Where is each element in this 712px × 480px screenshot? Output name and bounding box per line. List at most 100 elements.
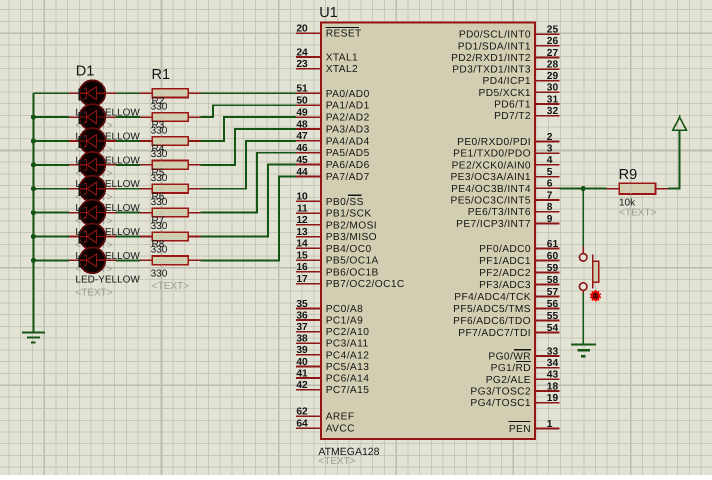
svg-text:PB7/OC2/OC1C: PB7/OC2/OC1C [326,279,405,290]
svg-text:46: 46 [296,143,308,154]
svg-text:PF1/ADC1: PF1/ADC1 [479,256,531,267]
svg-text:25: 25 [547,25,559,36]
svg-text:PD6/T1: PD6/T1 [494,100,531,111]
svg-text:330: 330 [151,269,168,280]
svg-text:16: 16 [296,262,308,273]
svg-text:PE5/OC3C/INT5: PE5/OC3C/INT5 [451,196,532,207]
svg-text:PE0/RXD0/PDI: PE0/RXD0/PDI [457,137,531,148]
svg-text:36: 36 [296,310,308,321]
svg-text:PG0/WR: PG0/WR [488,351,531,362]
svg-text:RESET: RESET [326,29,362,40]
svg-text:R1: R1 [152,67,171,83]
svg-text:44: 44 [296,167,308,178]
svg-text:PC1/A9: PC1/A9 [326,316,364,327]
svg-text:38: 38 [296,334,308,345]
svg-text:PA4/AD4: PA4/AD4 [326,136,370,147]
svg-text:PC3/A11: PC3/A11 [326,339,369,350]
svg-text:11: 11 [297,204,308,215]
svg-text:PF5/ADC5/TMS: PF5/ADC5/TMS [453,304,531,315]
svg-text:LED-YELLOW: LED-YELLOW [75,275,140,286]
svg-text:330: 330 [151,245,168,256]
svg-text:PD1/SDA/INT1: PD1/SDA/INT1 [458,41,531,52]
svg-text:PB3/MISO: PB3/MISO [326,232,377,243]
svg-text:PG2/ALE: PG2/ALE [486,375,531,386]
svg-text:LED-YELLOW: LED-YELLOW [75,179,140,190]
svg-text:PF0/ADC0: PF0/ADC0 [479,244,531,255]
svg-text:PA6/AD6: PA6/AD6 [326,160,370,171]
svg-text:R7: R7 [152,215,165,226]
svg-text:U1: U1 [319,5,338,21]
svg-text:51: 51 [296,84,308,95]
svg-text:PA5/AD5: PA5/AD5 [326,148,370,159]
svg-text:10: 10 [296,192,308,203]
svg-text:<TEXT>: <TEXT> [75,288,112,299]
svg-text:15: 15 [296,251,308,262]
svg-text:40: 40 [296,357,308,368]
svg-text:50: 50 [296,96,308,107]
svg-text:PF7/ADC7/TDI: PF7/ADC7/TDI [458,328,531,339]
svg-text:PB1/SCK: PB1/SCK [326,209,372,220]
svg-text:48: 48 [296,119,308,130]
svg-text:61: 61 [547,239,559,250]
svg-text:28: 28 [547,60,559,71]
svg-text:58: 58 [547,275,559,286]
svg-text:13: 13 [296,227,308,238]
svg-text:17: 17 [296,274,308,285]
svg-text:54: 54 [547,323,559,334]
svg-text:56: 56 [547,299,559,310]
svg-text:43: 43 [547,370,559,381]
svg-text:57: 57 [547,287,559,298]
svg-text:PE4/OC3B/INT4: PE4/OC3B/INT4 [451,184,531,195]
svg-text:PF3/ADC3: PF3/ADC3 [479,280,531,291]
svg-text:LED-YELLOW: LED-YELLOW [75,131,140,142]
svg-text:24: 24 [296,47,308,58]
svg-text:R8: R8 [152,239,165,250]
svg-text:PC0/A8: PC0/A8 [326,304,364,315]
svg-text:29: 29 [547,71,559,82]
svg-text:PG3/TOSC2: PG3/TOSC2 [470,387,531,398]
svg-text:PC7/A15: PC7/A15 [326,385,370,396]
svg-text:7: 7 [547,190,553,201]
svg-text:R2: R2 [152,96,165,107]
svg-text:5: 5 [547,167,553,178]
svg-text:27: 27 [547,48,559,59]
svg-text:49: 49 [296,108,308,119]
svg-text:PD4/ICP1: PD4/ICP1 [483,76,532,87]
svg-text:PD0/SCL/INT0: PD0/SCL/INT0 [459,30,531,41]
svg-text:PB4/OC0: PB4/OC0 [326,244,372,255]
svg-text:PB0/SS: PB0/SS [326,197,364,208]
svg-text:PF2/ADC2: PF2/ADC2 [479,268,531,279]
svg-text:14: 14 [296,239,308,250]
svg-text:PA2/AD2: PA2/AD2 [326,113,370,124]
svg-text:PE3/OC3A/AIN1: PE3/OC3A/AIN1 [450,172,531,183]
svg-text:30: 30 [547,83,559,94]
svg-text:20: 20 [296,24,308,35]
svg-text:PA0/AD0: PA0/AD0 [326,89,370,100]
svg-text:37: 37 [296,322,308,333]
svg-text:PD2/RXD1/INT2: PD2/RXD1/INT2 [451,53,531,64]
svg-text:18: 18 [547,381,559,392]
svg-text:ATMEGA128: ATMEGA128 [318,446,379,458]
svg-text:34: 34 [547,358,559,369]
svg-text:R3: R3 [152,120,165,131]
svg-text:D1: D1 [76,63,95,79]
svg-text:23: 23 [296,59,308,70]
svg-text:59: 59 [547,263,559,274]
svg-text:R4: R4 [152,144,165,155]
svg-text:64: 64 [296,419,308,430]
svg-text:PD3/TXD1/INT3: PD3/TXD1/INT3 [452,65,531,76]
svg-text:39: 39 [296,345,308,356]
svg-text:60: 60 [547,251,559,262]
svg-text:330: 330 [151,149,168,160]
svg-text:330: 330 [151,197,168,208]
svg-text:LED-YELLOW: LED-YELLOW [75,251,140,262]
svg-text:PC5/A13: PC5/A13 [326,362,370,373]
svg-text:<TEXT>: <TEXT> [619,208,656,219]
svg-text:PC6/A14: PC6/A14 [326,374,370,385]
svg-text:4: 4 [547,155,553,166]
svg-text:8: 8 [547,202,553,213]
svg-text:3: 3 [547,144,553,155]
svg-text:LED-YELLOW: LED-YELLOW [75,227,140,238]
svg-text:PA1/AD1: PA1/AD1 [326,101,370,112]
svg-text:XTAL2: XTAL2 [326,64,358,75]
